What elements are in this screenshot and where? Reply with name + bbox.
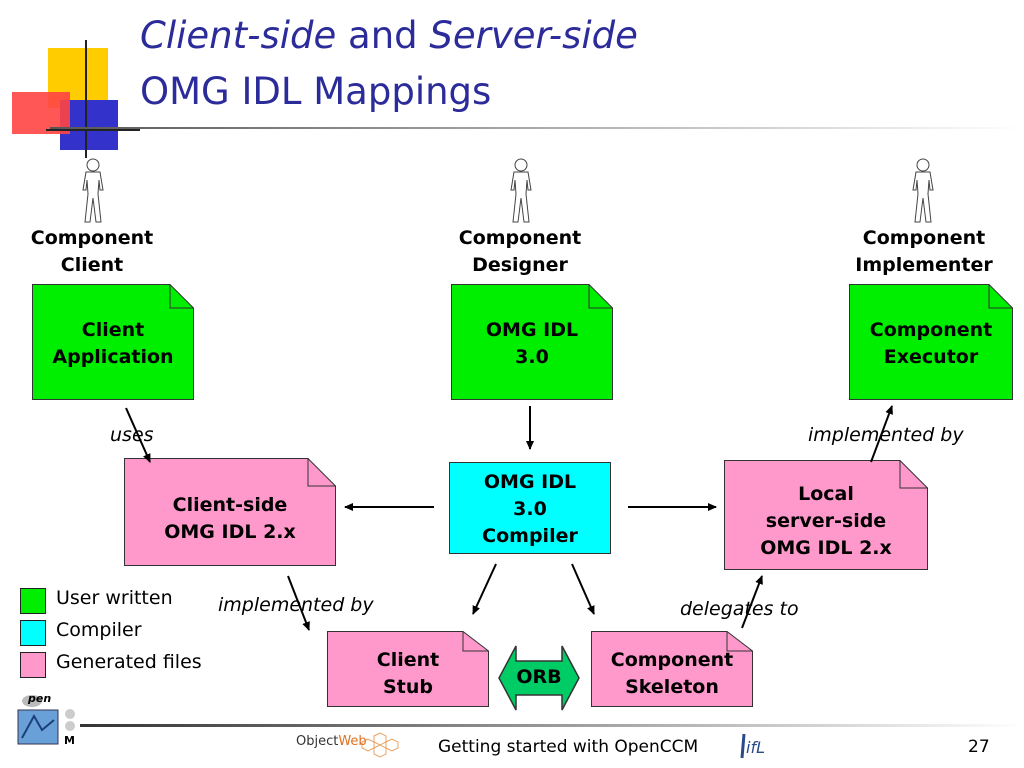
slide-title-line2: OMG IDL Mappings [140,70,492,113]
objectweb-text-web: Web [338,734,367,749]
arrow-compiler-to-stub [472,563,497,615]
objectweb-text-object: Object [296,734,339,749]
lifl-logo: ifL [738,730,778,762]
slide-title-line1: Client-side and Server-side [140,14,638,57]
person-icon-implementer [912,158,934,223]
box-component-executor: Component Executor [849,284,1013,400]
omg-idl-line1: OMG IDL [485,319,579,341]
client-side-idl-line1: Client-side [172,494,288,516]
client-app-line1: Client [81,319,145,341]
legend-label-compiler: Compiler [56,619,142,641]
role-component-client: Component Client [12,225,172,279]
skeleton-line1: Component [610,649,734,671]
title-underline [50,127,1024,129]
arrow-compiler-to-skeleton [571,563,595,615]
client-stub-line2: Stub [383,676,433,698]
legend-swatch-generated-files [20,652,46,678]
client-app-line2: Application [52,346,174,368]
lifl-logo-text: ifL [746,738,765,757]
role-designer-line1: Component [458,227,582,249]
legend-label-generated-files: Generated files [56,651,202,673]
client-side-idl-line2: OMG IDL 2.x [164,521,296,543]
person-icon-client [82,158,104,223]
orb-label: ORB [516,666,562,688]
title-client-side: Client-side [140,14,337,57]
role-implementer-line2: Implementer [855,254,993,276]
arrow-implemented-by-top [870,405,893,463]
corner-decoration [12,40,140,158]
box-client-application: Client Application [32,284,194,400]
label-implemented-by-top: implemented by [808,424,964,446]
person-icon-designer [510,158,532,223]
title-server-side: Server-side [429,14,638,57]
executor-line2: Executor [883,346,979,368]
label-delegates-to: delegates to [680,598,799,620]
objectweb-logo: ObjectWeb [296,732,406,762]
orb-double-arrow [498,645,580,711]
label-implemented-by-bottom: implemented by [218,594,374,616]
legend-swatch-compiler [20,620,46,646]
box-client-stub: Client Stub [327,631,489,707]
arrow-implemented-by-bottom [287,575,310,631]
footer-text: Getting started with OpenCCM [438,737,699,757]
role-client-line2: Client [60,254,124,276]
label-uses: uses [110,424,154,446]
box-omg-idl-compiler: OMG IDL 3.0 Compiler [449,462,611,554]
title-and: and [336,14,430,57]
compiler-line2: 3.0 [513,498,547,520]
local-server-idl-line3: OMG IDL 2.x [760,537,892,559]
local-server-idl-line1: Local [798,483,854,505]
arrow-uses [125,407,151,463]
omg-idl-line2: 3.0 [515,346,549,368]
executor-line1: Component [869,319,993,341]
box-component-skeleton: Component Skeleton [591,631,753,707]
role-implementer-line1: Component [862,227,986,249]
box-local-server-side-idl: Local server-side OMG IDL 2.x [724,460,928,570]
page-number: 27 [968,737,990,757]
openccm-logo-letter: M [64,734,75,747]
client-stub-line1: Client [376,649,440,671]
legend-swatch-user-written [20,588,46,614]
openccm-logo-text: pen [28,692,52,705]
box-omg-idl-3: OMG IDL 3.0 [451,284,613,400]
role-designer-line2: Designer [472,254,568,276]
compiler-line1: OMG IDL [483,471,577,493]
compiler-line3: Compiler [482,525,578,547]
role-client-line1: Component [30,227,154,249]
role-component-designer: Component Designer [440,225,600,279]
footer-rule [80,724,1024,727]
local-server-idl-line2: server-side [765,510,887,532]
legend-label-user-written: User written [56,587,173,609]
openccm-logo: pen M [12,692,82,754]
skeleton-line2: Skeleton [625,676,719,698]
role-component-implementer: Component Implementer [834,225,1014,279]
arrow-delegates-to [741,575,763,629]
box-client-side-idl: Client-side OMG IDL 2.x [124,458,336,566]
